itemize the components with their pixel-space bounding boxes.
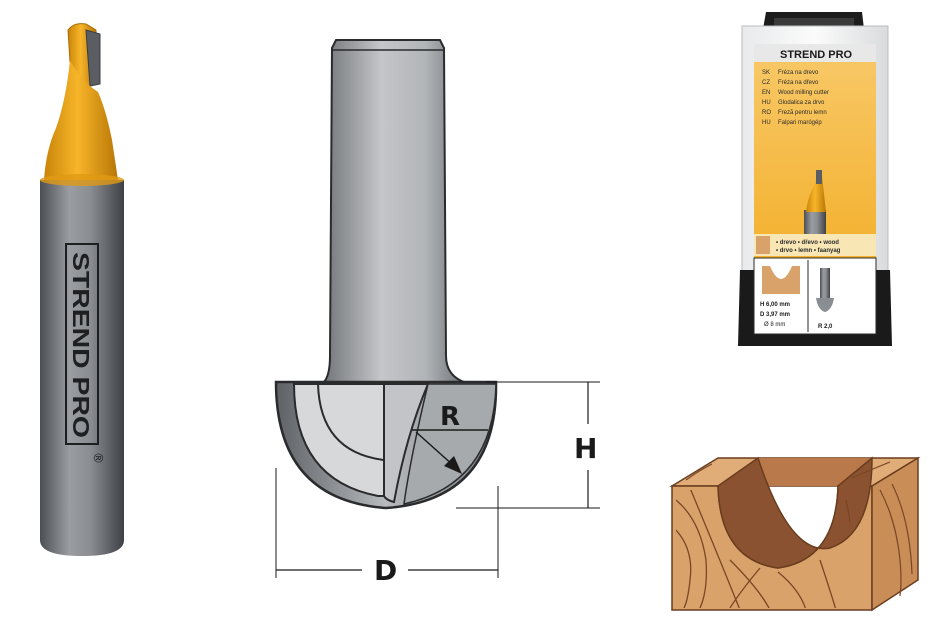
wood-grain xyxy=(676,490,850,608)
lang-code: RO xyxy=(762,110,771,116)
product-package: STREND PRO SK Fréza na drevo CZ Fréza na… xyxy=(738,12,892,346)
lang-line: Falpari marógép xyxy=(778,120,822,126)
brand-label-frame xyxy=(65,243,99,445)
cutter-neck xyxy=(44,60,118,180)
technical-diagram: R H D xyxy=(274,39,600,587)
package-brand: STREND PRO xyxy=(780,49,853,61)
brand-label: STREND PRO xyxy=(68,252,94,438)
lang-line: Fréza na drevo xyxy=(778,70,819,76)
diagram-shank xyxy=(319,39,471,385)
label-radius: R xyxy=(440,402,460,432)
lang-code: CZ xyxy=(762,80,770,86)
router-bit-photo: STREND PRO ® xyxy=(40,23,124,556)
cutter-blade xyxy=(85,29,101,87)
package-material-strip xyxy=(754,234,876,256)
dimension-diameter: D xyxy=(275,468,499,587)
lang-code: EN xyxy=(762,90,770,96)
lang-line: Fréza na dřevo xyxy=(778,80,819,86)
dimension-height: H xyxy=(456,381,600,509)
shank xyxy=(40,180,124,556)
wood-groove xyxy=(717,456,873,569)
material-line-2: • drvo • lemn • faanyag xyxy=(776,248,841,254)
lang-code: HU xyxy=(762,120,771,126)
spec-shank: Ø 8 mm xyxy=(764,322,785,328)
lang-line: Wood milling cutter xyxy=(778,90,829,96)
lang-line: Freză pentru lemn xyxy=(778,110,827,116)
material-line-1: • drevo • dřevo • wood xyxy=(776,240,839,246)
lang-line: Glodalica za drvo xyxy=(778,100,825,106)
spec-r: R 2,0 xyxy=(818,324,833,330)
spec-h: H 6,00 mm xyxy=(760,302,790,308)
registered-mark: ® xyxy=(91,452,105,464)
spec-d: D 3,97 mm xyxy=(760,312,790,318)
package-language-list: SK Fréza na drevo CZ Fréza na dřevo EN W… xyxy=(762,70,829,126)
wood-profile xyxy=(669,456,921,612)
label-height: H xyxy=(574,432,597,465)
label-diameter: D xyxy=(374,554,397,587)
lang-code: SK xyxy=(762,70,770,76)
lang-code: HU xyxy=(762,100,771,106)
